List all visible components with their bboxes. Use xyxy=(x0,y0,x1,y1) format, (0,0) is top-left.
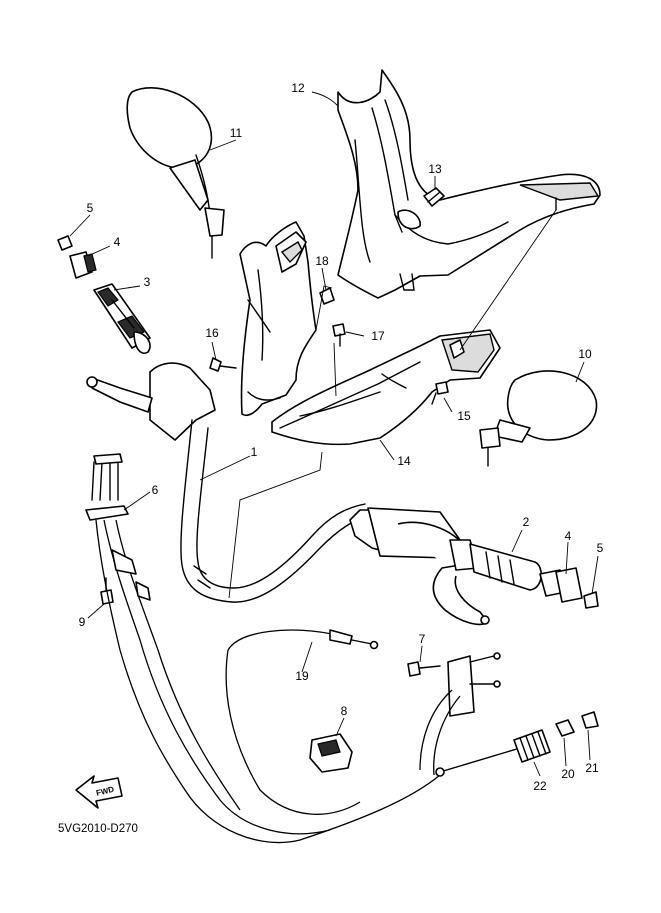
callout-7: 7 xyxy=(419,632,426,646)
callout-22: 22 xyxy=(533,779,547,793)
cable-end[interactable] xyxy=(435,747,521,777)
lower-cover[interactable] xyxy=(271,329,501,446)
bolt-7[interactable] xyxy=(407,661,441,677)
callout-9: 9 xyxy=(79,615,86,629)
fwd-arrow-icon: FWD xyxy=(75,775,123,809)
mirror-right[interactable] xyxy=(479,370,598,467)
grip-left[interactable] xyxy=(93,283,151,354)
drawing-code: 5VG2010-D270 xyxy=(58,823,138,835)
callout-13: 13 xyxy=(428,162,442,176)
clip-13[interactable] xyxy=(423,187,445,207)
grip-end-left[interactable] xyxy=(57,235,73,251)
throttle-cables[interactable] xyxy=(95,519,441,844)
nut-21[interactable] xyxy=(581,711,599,729)
callout-1: 1 xyxy=(251,445,258,459)
callout-4-right: 4 xyxy=(565,529,572,543)
connection-lines xyxy=(228,209,557,599)
callout-5-right: 5 xyxy=(597,541,604,555)
fwd-label: FWD xyxy=(95,785,115,798)
callout-11: 11 xyxy=(230,126,243,140)
handlebar[interactable] xyxy=(86,362,366,603)
callout-10: 10 xyxy=(578,347,592,361)
grip-end-right[interactable] xyxy=(583,591,599,609)
callout-17: 17 xyxy=(371,329,385,343)
spring-22[interactable] xyxy=(513,729,551,763)
screw-15[interactable] xyxy=(431,381,449,405)
adjuster-20[interactable] xyxy=(555,719,575,737)
callouts: 12 11 13 5 4 3 18 17 16 10 15 14 1 6 2 4 xyxy=(69,81,604,793)
brake-bracket[interactable] xyxy=(419,652,501,776)
screw-16[interactable] xyxy=(209,357,237,372)
balancer-weight-right[interactable] xyxy=(539,567,583,603)
callout-14: 14 xyxy=(397,454,411,468)
upper-cover[interactable] xyxy=(337,69,601,299)
callout-19: 19 xyxy=(295,669,309,683)
callout-18: 18 xyxy=(315,254,329,268)
cable-guide[interactable] xyxy=(85,453,129,521)
inner-cover[interactable] xyxy=(239,221,317,417)
callout-5-left: 5 xyxy=(87,201,94,215)
grip-right[interactable] xyxy=(449,539,542,591)
balancer-weight-left[interactable] xyxy=(69,251,97,279)
callout-21: 21 xyxy=(585,761,599,775)
callout-3: 3 xyxy=(144,275,151,289)
mirror-left[interactable] xyxy=(126,87,225,259)
callout-2: 2 xyxy=(523,515,530,529)
callout-6: 6 xyxy=(152,483,159,497)
switch-8[interactable] xyxy=(309,733,353,773)
callout-16: 16 xyxy=(205,326,219,340)
callout-15: 15 xyxy=(457,409,471,423)
nut-18[interactable] xyxy=(319,287,335,305)
callout-12: 12 xyxy=(291,81,305,95)
callout-8: 8 xyxy=(341,704,348,718)
callout-4-left: 4 xyxy=(114,235,121,249)
screw-17[interactable] xyxy=(332,323,346,347)
cable-19[interactable] xyxy=(225,629,379,815)
callout-20: 20 xyxy=(561,767,575,781)
